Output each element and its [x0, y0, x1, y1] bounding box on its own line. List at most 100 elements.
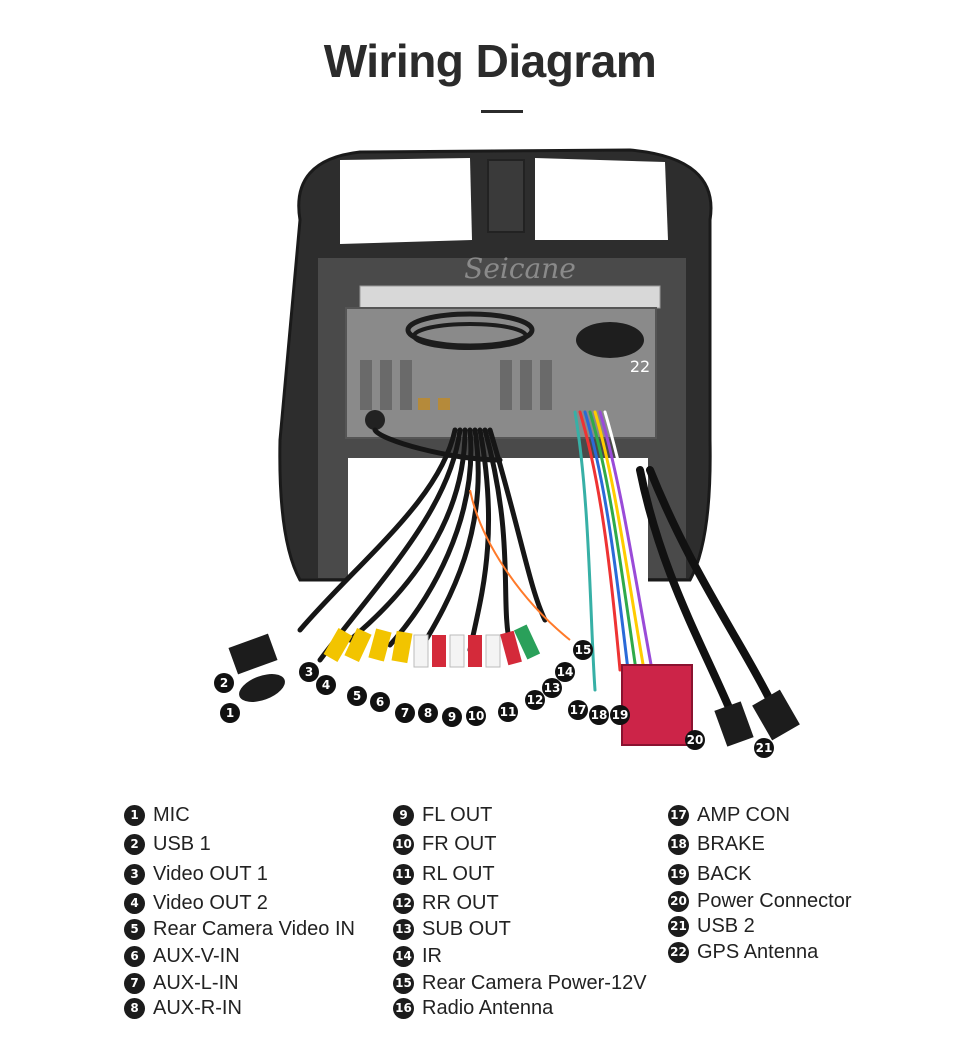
legend-number-badge: 9 [393, 804, 414, 826]
svg-text:14: 14 [557, 665, 574, 679]
svg-text:7: 7 [401, 706, 409, 720]
legend-number-badge: 8 [124, 997, 145, 1019]
legend-label: BRAKE [697, 832, 765, 855]
legend-item: 8 AUX-R-IN [124, 996, 242, 1020]
legend-label: Radio Antenna [422, 996, 554, 1019]
legend-label: AUX-V-IN [153, 944, 240, 967]
legend-item: 2 USB 1 [124, 832, 211, 856]
legend-item: 10 FR OUT [393, 832, 496, 856]
diagram-number-22: 22 [630, 357, 650, 376]
svg-text:2: 2 [220, 676, 228, 690]
legend-item: 9 FL OUT [393, 803, 492, 827]
legend-number-badge: 16 [393, 997, 414, 1019]
svg-text:10: 10 [468, 709, 485, 723]
legend-item: 13 SUB OUT [393, 917, 511, 941]
legend-number-badge: 22 [668, 941, 689, 963]
legend-item: 16 Radio Antenna [393, 996, 553, 1020]
legend-item: 5 Rear Camera Video IN [124, 917, 355, 941]
svg-text:13: 13 [544, 681, 561, 695]
legend-label: AMP CON [697, 803, 790, 826]
legend-label: FR OUT [422, 832, 497, 855]
svg-text:6: 6 [376, 695, 384, 709]
legend-number-badge: 3 [124, 863, 145, 885]
black-harness-right [636, 466, 774, 714]
legend-number-badge: 5 [124, 918, 145, 940]
title-underline [481, 110, 523, 113]
head-unit-top [359, 285, 661, 309]
rca-plugs [323, 624, 541, 668]
legend-item: 22 GPS Antenna [668, 940, 818, 964]
legend-label: Power Connector [697, 889, 852, 912]
legend-number-badge: 1 [124, 804, 145, 826]
legend-item: 21 USB 2 [668, 914, 755, 938]
legend-label: MIC [153, 803, 190, 826]
svg-text:21: 21 [756, 741, 773, 755]
svg-text:9: 9 [448, 710, 456, 724]
legend-number-badge: 11 [393, 863, 414, 885]
svg-text:11: 11 [500, 705, 517, 719]
legend-label: Rear Camera Power-12V [422, 971, 647, 994]
legend-number-badge: 14 [393, 945, 414, 967]
mic-connector [239, 674, 285, 702]
legend-label: Video OUT 2 [153, 891, 268, 914]
legend-item: 18 BRAKE [668, 832, 765, 856]
legend-item: 7 AUX-L-IN [124, 971, 239, 995]
svg-text:12: 12 [527, 693, 544, 707]
svg-text:8: 8 [424, 706, 432, 720]
power-connector [621, 664, 693, 746]
diagram-badges: 1 2 3 4 5 6 7 8 9 10 11 12 13 14 15 17 1… [214, 640, 774, 758]
gps-antenna [576, 322, 644, 358]
legend-label: SUB OUT [422, 917, 511, 940]
frame-cutout-right [535, 158, 668, 240]
legend-label: USB 1 [153, 832, 211, 855]
frame-cutout-left [340, 158, 472, 244]
legend-label: FL OUT [422, 803, 493, 826]
legend-item: 11 RL OUT [393, 862, 495, 886]
legend-number-badge: 21 [668, 915, 689, 937]
wiring-diagram: 22 [214, 148, 800, 758]
legend-label: RR OUT [422, 891, 499, 914]
radio-antenna-connector [365, 410, 385, 430]
legend-number-badge: 7 [124, 972, 145, 994]
usb2-connector [752, 689, 800, 741]
svg-text:20: 20 [687, 733, 704, 747]
legend-item: 20 Power Connector [668, 889, 852, 913]
harness-left [297, 427, 548, 663]
legend-number-badge: 20 [668, 890, 689, 912]
legend-number-badge: 13 [393, 918, 414, 940]
harness-right [573, 410, 662, 692]
legend-item: 1 MIC [124, 803, 190, 827]
watermark: Seicane [464, 252, 576, 285]
orange-wire [469, 489, 571, 641]
legend-label: RL OUT [422, 862, 495, 885]
legend-item: 15 Rear Camera Power-12V [393, 971, 647, 995]
legend-label: USB 2 [697, 914, 755, 937]
svg-text:5: 5 [353, 689, 361, 703]
legend-item: 4 Video OUT 2 [124, 891, 268, 915]
legend-item: 17 AMP CON [668, 803, 790, 827]
svg-text:18: 18 [591, 708, 608, 722]
legend-number-badge: 10 [393, 833, 414, 855]
legend-label: AUX-L-IN [153, 971, 239, 994]
legend-item: 12 RR OUT [393, 891, 499, 915]
head-unit-vents [360, 360, 552, 410]
legend-number-badge: 17 [668, 804, 689, 826]
legend-number-badge: 4 [124, 892, 145, 914]
legend-number-badge: 15 [393, 972, 414, 994]
legend-number-badge: 19 [668, 863, 689, 885]
usb1-connector [228, 633, 278, 675]
legend-number-badge: 2 [124, 833, 145, 855]
legend-label: GPS Antenna [697, 940, 819, 963]
legend-label: Rear Camera Video IN [153, 917, 355, 940]
svg-text:19: 19 [612, 708, 629, 722]
legend-number-badge: 12 [393, 892, 414, 914]
svg-text:4: 4 [322, 678, 330, 692]
frame-center-tab [487, 159, 525, 233]
legend-label: AUX-R-IN [153, 996, 242, 1019]
legend-number-badge: 18 [668, 833, 689, 855]
